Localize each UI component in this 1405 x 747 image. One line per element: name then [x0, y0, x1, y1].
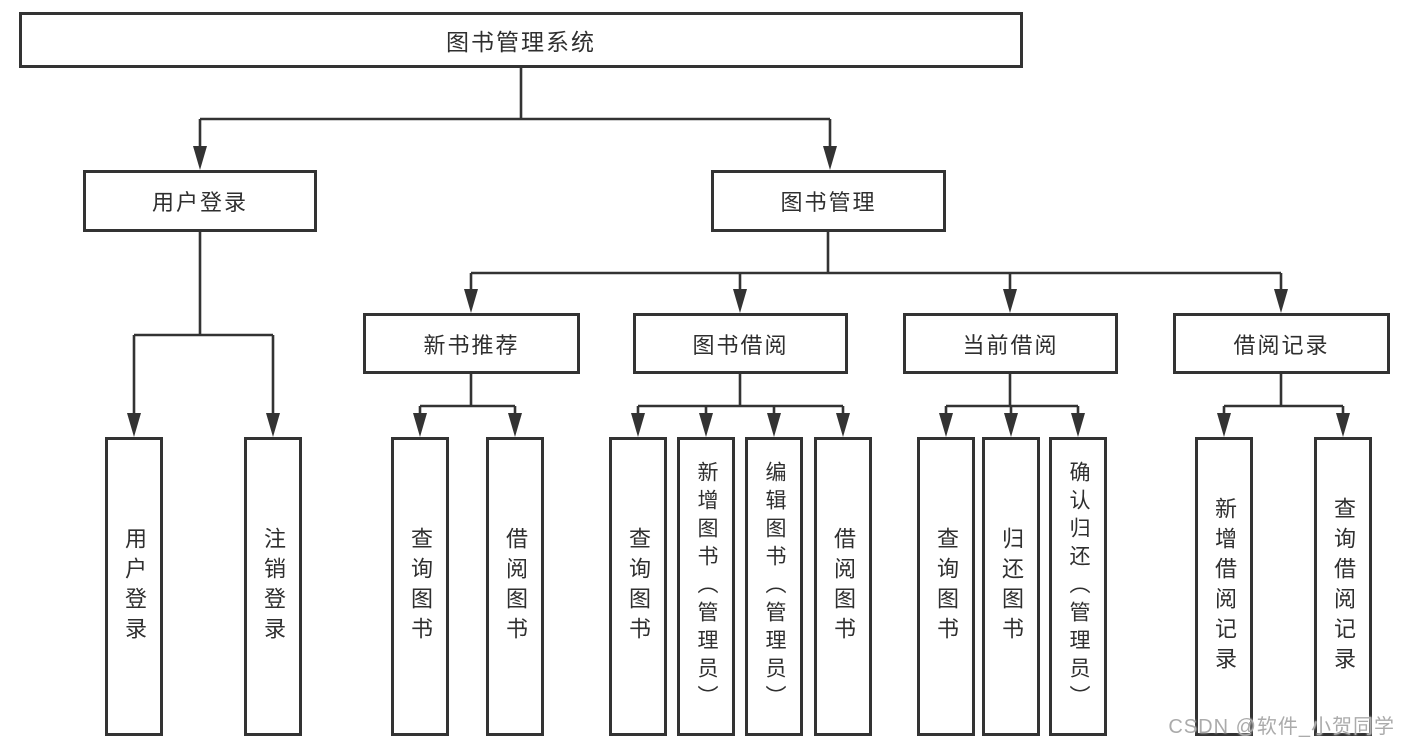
leaf-borrow-books: 借阅图书 [814, 437, 872, 736]
arrowhead-leaf-e2 [1336, 413, 1350, 437]
leaf-return-books-label: 归还图书 [999, 526, 1024, 647]
arrowhead-newbook [464, 289, 478, 313]
node-root: 图书管理系统 [19, 12, 1023, 68]
leaf-add-books-admin-label: 新增图书（管理员） [695, 460, 718, 713]
csdn-watermark: CSDN @软件_小贺同学 [1168, 716, 1395, 738]
arrowhead-leaf-d2 [1004, 413, 1018, 437]
arrowhead-leaf-c3 [767, 413, 781, 437]
node-borrow-records: 借阅记录 [1173, 313, 1390, 374]
node-book-borrow: 图书借阅 [633, 313, 848, 374]
leaf-return-books: 归还图书 [982, 437, 1040, 736]
arrowhead-leaf-d1 [939, 413, 953, 437]
node-book-borrow-label: 图书借阅 [692, 332, 789, 358]
leaf-confirm-return-admin-label: 确认归还（管理员） [1067, 460, 1090, 713]
leaf-borrow-books-recommend: 借阅图书 [486, 437, 544, 736]
arrowhead-leaf-c1 [631, 413, 645, 437]
leaf-user-login-label: 用户登录 [122, 526, 147, 647]
arrowhead-records [1274, 289, 1288, 313]
arrowhead-leaf-a1 [127, 413, 141, 437]
arrowhead-current [1003, 289, 1017, 313]
arrowhead-leaf-d3 [1071, 413, 1085, 437]
arrowhead-leaf-c4 [836, 413, 850, 437]
leaf-edit-books-admin: 编辑图书（管理员） [745, 437, 803, 736]
leaf-logout-label: 注销登录 [261, 526, 286, 647]
arrowhead-leaf-c2 [699, 413, 713, 437]
node-current-borrow: 当前借阅 [903, 313, 1118, 374]
arrowheads [127, 146, 1350, 437]
leaf-user-login: 用户登录 [105, 437, 163, 736]
leaf-add-borrow-record-label: 新增借阅记录 [1212, 496, 1237, 677]
leaf-query-borrow-record-label: 查询借阅记录 [1331, 496, 1356, 677]
node-new-book-recommend-label: 新书推荐 [423, 332, 520, 358]
node-borrow-records-label: 借阅记录 [1233, 332, 1330, 358]
arrowhead-leaf-a2 [266, 413, 280, 437]
node-root-label: 图书管理系统 [446, 29, 596, 55]
leaf-add-books-admin: 新增图书（管理员） [677, 437, 735, 736]
node-current-borrow-label: 当前借阅 [962, 332, 1059, 358]
leaf-query-books-borrow: 查询图书 [609, 437, 667, 736]
leaf-borrow-books-recommend-label: 借阅图书 [503, 526, 528, 647]
leaf-confirm-return-admin: 确认归还（管理员） [1049, 437, 1107, 736]
node-book-management-label: 图书管理 [780, 190, 877, 215]
node-book-management: 图书管理 [711, 170, 946, 232]
node-user-login: 用户登录 [83, 170, 317, 232]
leaf-logout: 注销登录 [244, 437, 302, 736]
leaf-add-borrow-record: 新增借阅记录 [1195, 437, 1253, 736]
leaf-query-books-recommend-label: 查询图书 [408, 526, 433, 647]
leaf-query-books-borrow-label: 查询图书 [626, 526, 651, 647]
arrowhead-book-mgmt [823, 146, 837, 170]
leaf-edit-books-admin-label: 编辑图书（管理员） [763, 460, 786, 713]
arrowhead-leaf-e1 [1217, 413, 1231, 437]
arrowhead-borrow [733, 289, 747, 313]
arrowhead-user-login [193, 146, 207, 170]
leaf-query-books-recommend: 查询图书 [391, 437, 449, 736]
leaf-query-borrow-record: 查询借阅记录 [1314, 437, 1372, 736]
leaf-query-books-current-label: 查询图书 [934, 526, 959, 647]
leaf-borrow-books-label: 借阅图书 [831, 526, 856, 647]
arrowhead-leaf-b1 [413, 413, 427, 437]
node-user-login-label: 用户登录 [151, 190, 248, 215]
arrowhead-leaf-b2 [508, 413, 522, 437]
leaf-query-books-current: 查询图书 [917, 437, 975, 736]
node-new-book-recommend: 新书推荐 [363, 313, 580, 374]
